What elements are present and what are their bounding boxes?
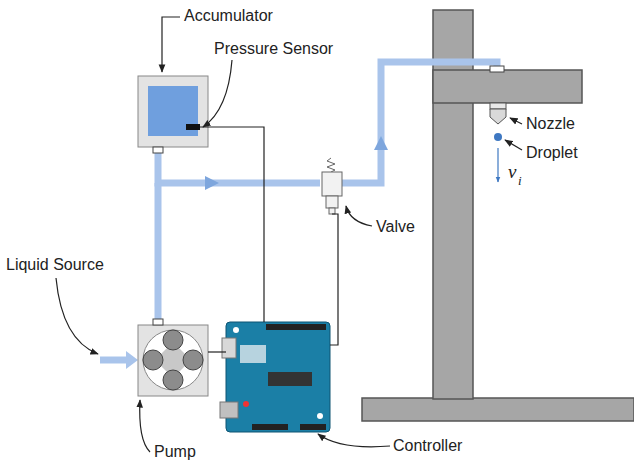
source-arrow xyxy=(126,351,138,369)
droplet xyxy=(494,133,502,141)
leader-lines xyxy=(56,17,522,452)
part-label: Pressure Sensor xyxy=(214,40,333,58)
flow-arrow xyxy=(205,176,219,190)
fitting xyxy=(490,66,504,72)
pump xyxy=(138,319,208,396)
accumulator xyxy=(138,76,208,153)
flow-arrow xyxy=(374,136,388,150)
valve xyxy=(322,158,342,214)
wires xyxy=(200,127,338,352)
stand xyxy=(362,10,634,421)
symbol-subscript: i xyxy=(518,174,522,188)
velocity-arrow xyxy=(497,148,498,182)
part-label: Controller xyxy=(393,437,462,455)
part-label: Valve xyxy=(376,218,415,236)
symbol: v xyxy=(508,162,516,183)
controller-board xyxy=(220,322,330,432)
part-label: Liquid Source xyxy=(6,256,104,274)
nozzle xyxy=(490,103,506,124)
part-label: Accumulator xyxy=(184,7,273,25)
part-label: Droplet xyxy=(526,144,578,162)
pipes xyxy=(100,62,497,360)
part-label: Pump xyxy=(154,443,196,461)
part-label: Nozzle xyxy=(526,115,575,133)
